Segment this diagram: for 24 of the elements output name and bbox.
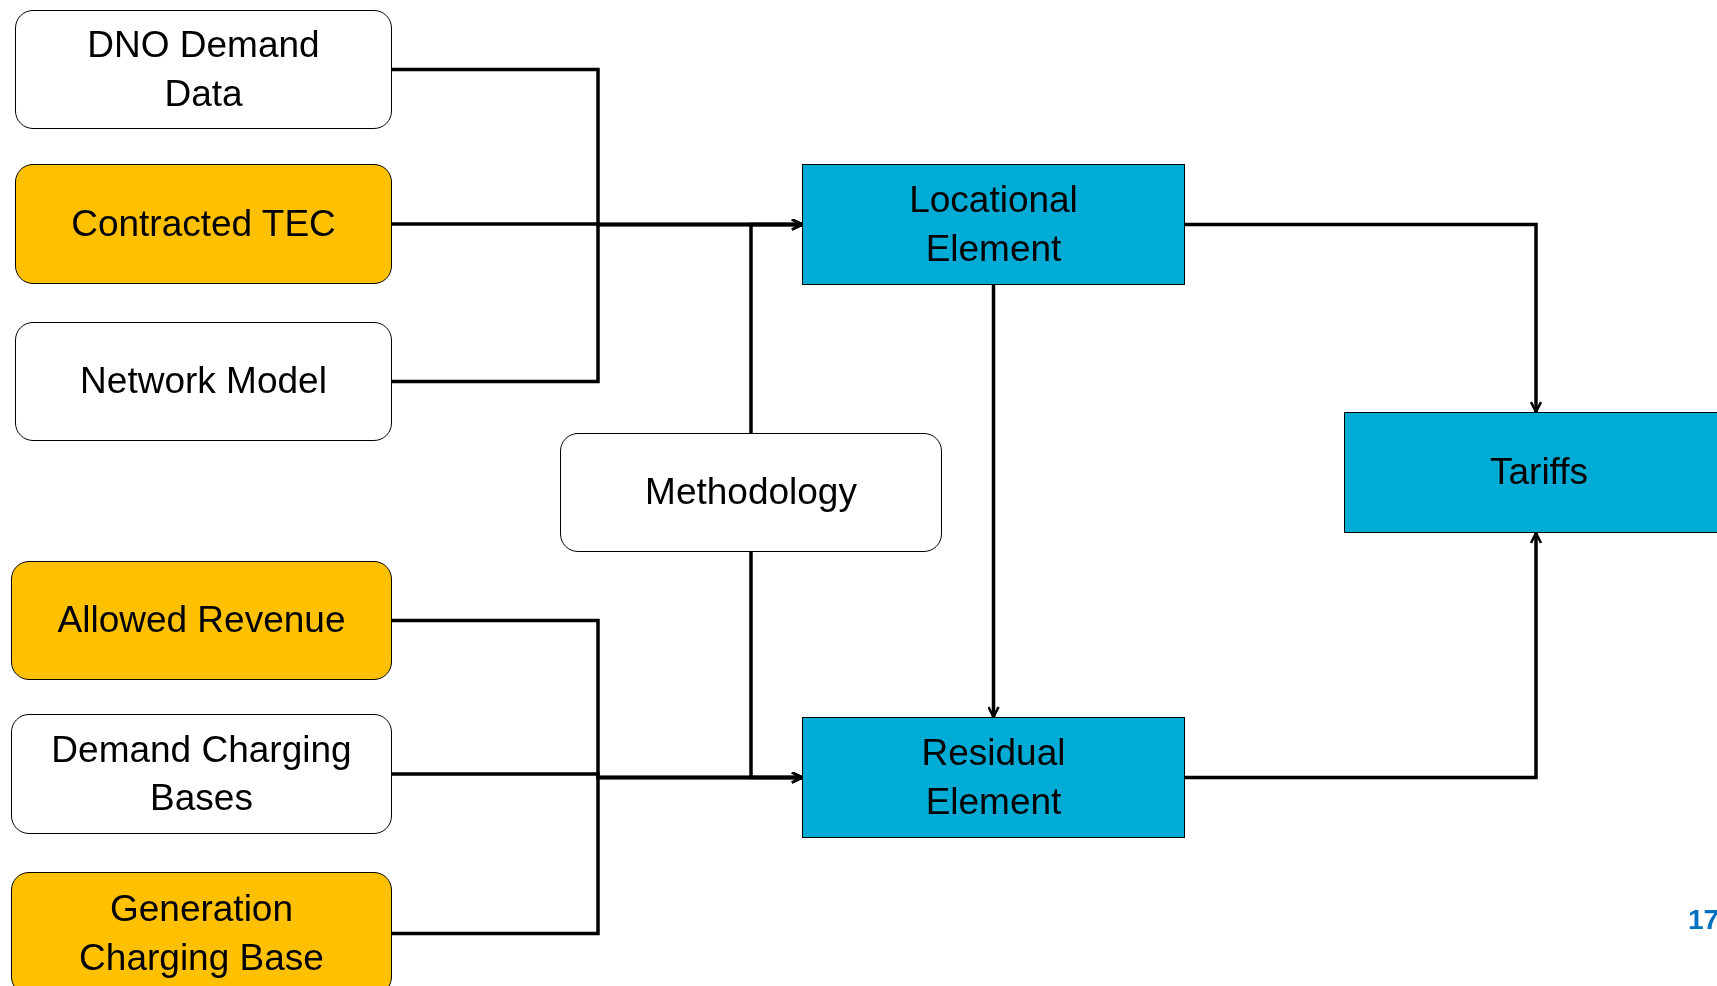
connector-arrow: [987, 285, 1000, 719]
node-label: Contracted TEC: [71, 201, 336, 246]
input-box: [15, 164, 392, 284]
process-box: [802, 717, 1185, 838]
input-box: [11, 872, 392, 986]
input-box: [11, 561, 392, 680]
node-label: Demand Charging Bases: [50, 727, 353, 820]
node-label: Allowed Revenue: [57, 598, 346, 643]
node-label: Methodology: [645, 470, 857, 515]
connector-arrow: [1185, 531, 1543, 780]
node-label: DNO Demand Data: [86, 23, 321, 116]
node-label: Generation Charging Base: [78, 887, 325, 980]
process-box: [1344, 412, 1717, 533]
input-box: [11, 714, 392, 834]
input-box: [560, 433, 942, 552]
node-label: Residual Element: [920, 731, 1067, 824]
connector-arrow: [1185, 222, 1543, 414]
input-box: [15, 322, 392, 441]
node-label: Tariffs: [1490, 450, 1588, 495]
node-label: Locational Element: [908, 178, 1079, 271]
process-box: [802, 164, 1185, 285]
node-label: Network Model: [80, 359, 327, 404]
input-box: [15, 10, 392, 129]
page-number: 17: [1688, 904, 1717, 936]
